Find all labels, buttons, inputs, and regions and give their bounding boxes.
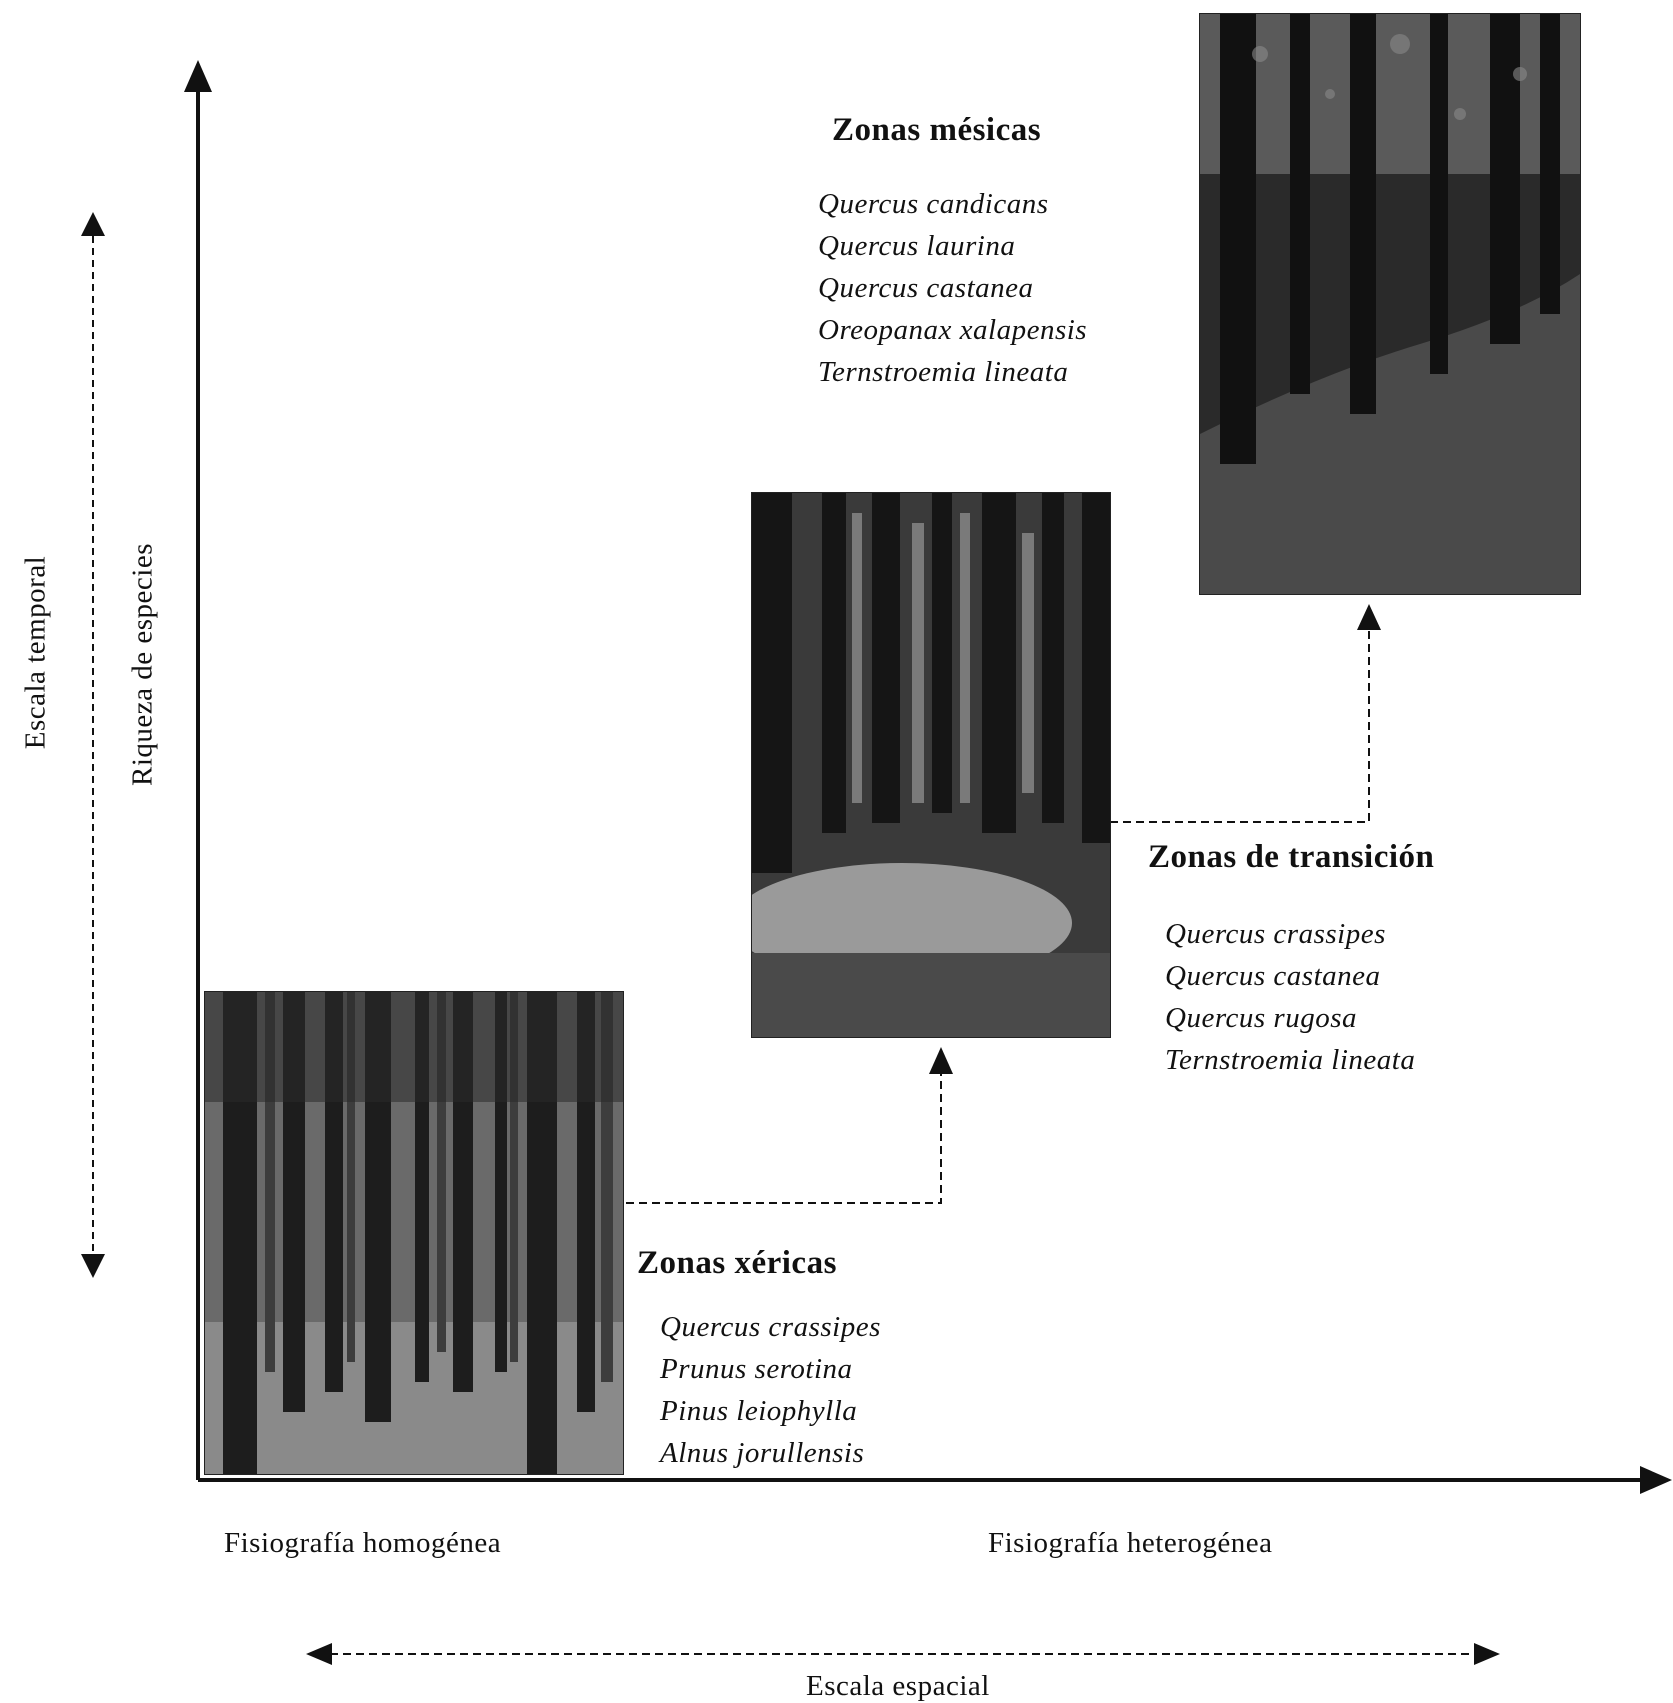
connector-arrowhead-mesic	[1357, 604, 1381, 630]
list-item: Alnus jorullensis	[660, 1437, 865, 1469]
spatial-scale-label: Escala espacial	[806, 1670, 990, 1702]
connector-xeric-transition	[626, 1072, 942, 1204]
temporal-scale-label: Escala temporal	[19, 555, 52, 750]
temporal-arrowhead-down	[81, 1254, 105, 1278]
mesic-zone-title: Zonas mésicas	[832, 112, 1042, 148]
x-axis-arrowhead	[1640, 1466, 1672, 1494]
y-axis-arrowhead	[184, 60, 212, 92]
connector-transition-mesic	[1110, 628, 1370, 823]
list-item: Ternstroemia lineata	[818, 356, 1069, 388]
list-item: Pinus leiophylla	[660, 1395, 858, 1427]
list-item: Quercus candicans	[818, 188, 1049, 220]
mesic-forest-photo	[1199, 13, 1581, 595]
list-item: Quercus crassipes	[660, 1311, 881, 1343]
list-item: Quercus castanea	[1165, 960, 1381, 992]
transition-forest-photo	[751, 492, 1111, 1038]
spatial-arrowhead-left	[306, 1643, 332, 1665]
temporal-arrowhead-up	[81, 212, 105, 236]
mesic-species-list: Quercus candicans Quercus laurina Quercu…	[818, 183, 1087, 393]
xeric-species-list: Quercus crassipes Prunus serotina Pinus …	[660, 1306, 881, 1474]
species-richness-label: Riqueza de especies	[126, 543, 159, 787]
mesic-forest-image	[1200, 14, 1580, 594]
list-item: Ternstroemia lineata	[1165, 1044, 1416, 1076]
transition-forest-image	[752, 493, 1110, 1037]
xeric-forest-photo	[204, 991, 624, 1475]
spatial-arrowhead-right	[1474, 1643, 1500, 1665]
list-item: Quercus castanea	[818, 272, 1034, 304]
list-item: Prunus serotina	[660, 1353, 853, 1385]
xeric-zone-title: Zonas xéricas	[637, 1245, 837, 1281]
transition-zone-title: Zonas de transición	[1148, 839, 1435, 875]
heterogeneous-physiography-label: Fisiografía heterogénea	[988, 1527, 1273, 1559]
list-item: Quercus rugosa	[1165, 1002, 1358, 1034]
homogeneous-physiography-label: Fisiografía homogénea	[224, 1527, 502, 1559]
list-item: Oreopanax xalapensis	[818, 314, 1088, 346]
list-item: Quercus crassipes	[1165, 918, 1386, 950]
transition-species-list: Quercus crassipes Quercus castanea Querc…	[1165, 913, 1415, 1081]
xeric-forest-image	[205, 992, 623, 1474]
connector-arrowhead-transition	[929, 1047, 953, 1074]
list-item: Quercus laurina	[818, 230, 1016, 262]
